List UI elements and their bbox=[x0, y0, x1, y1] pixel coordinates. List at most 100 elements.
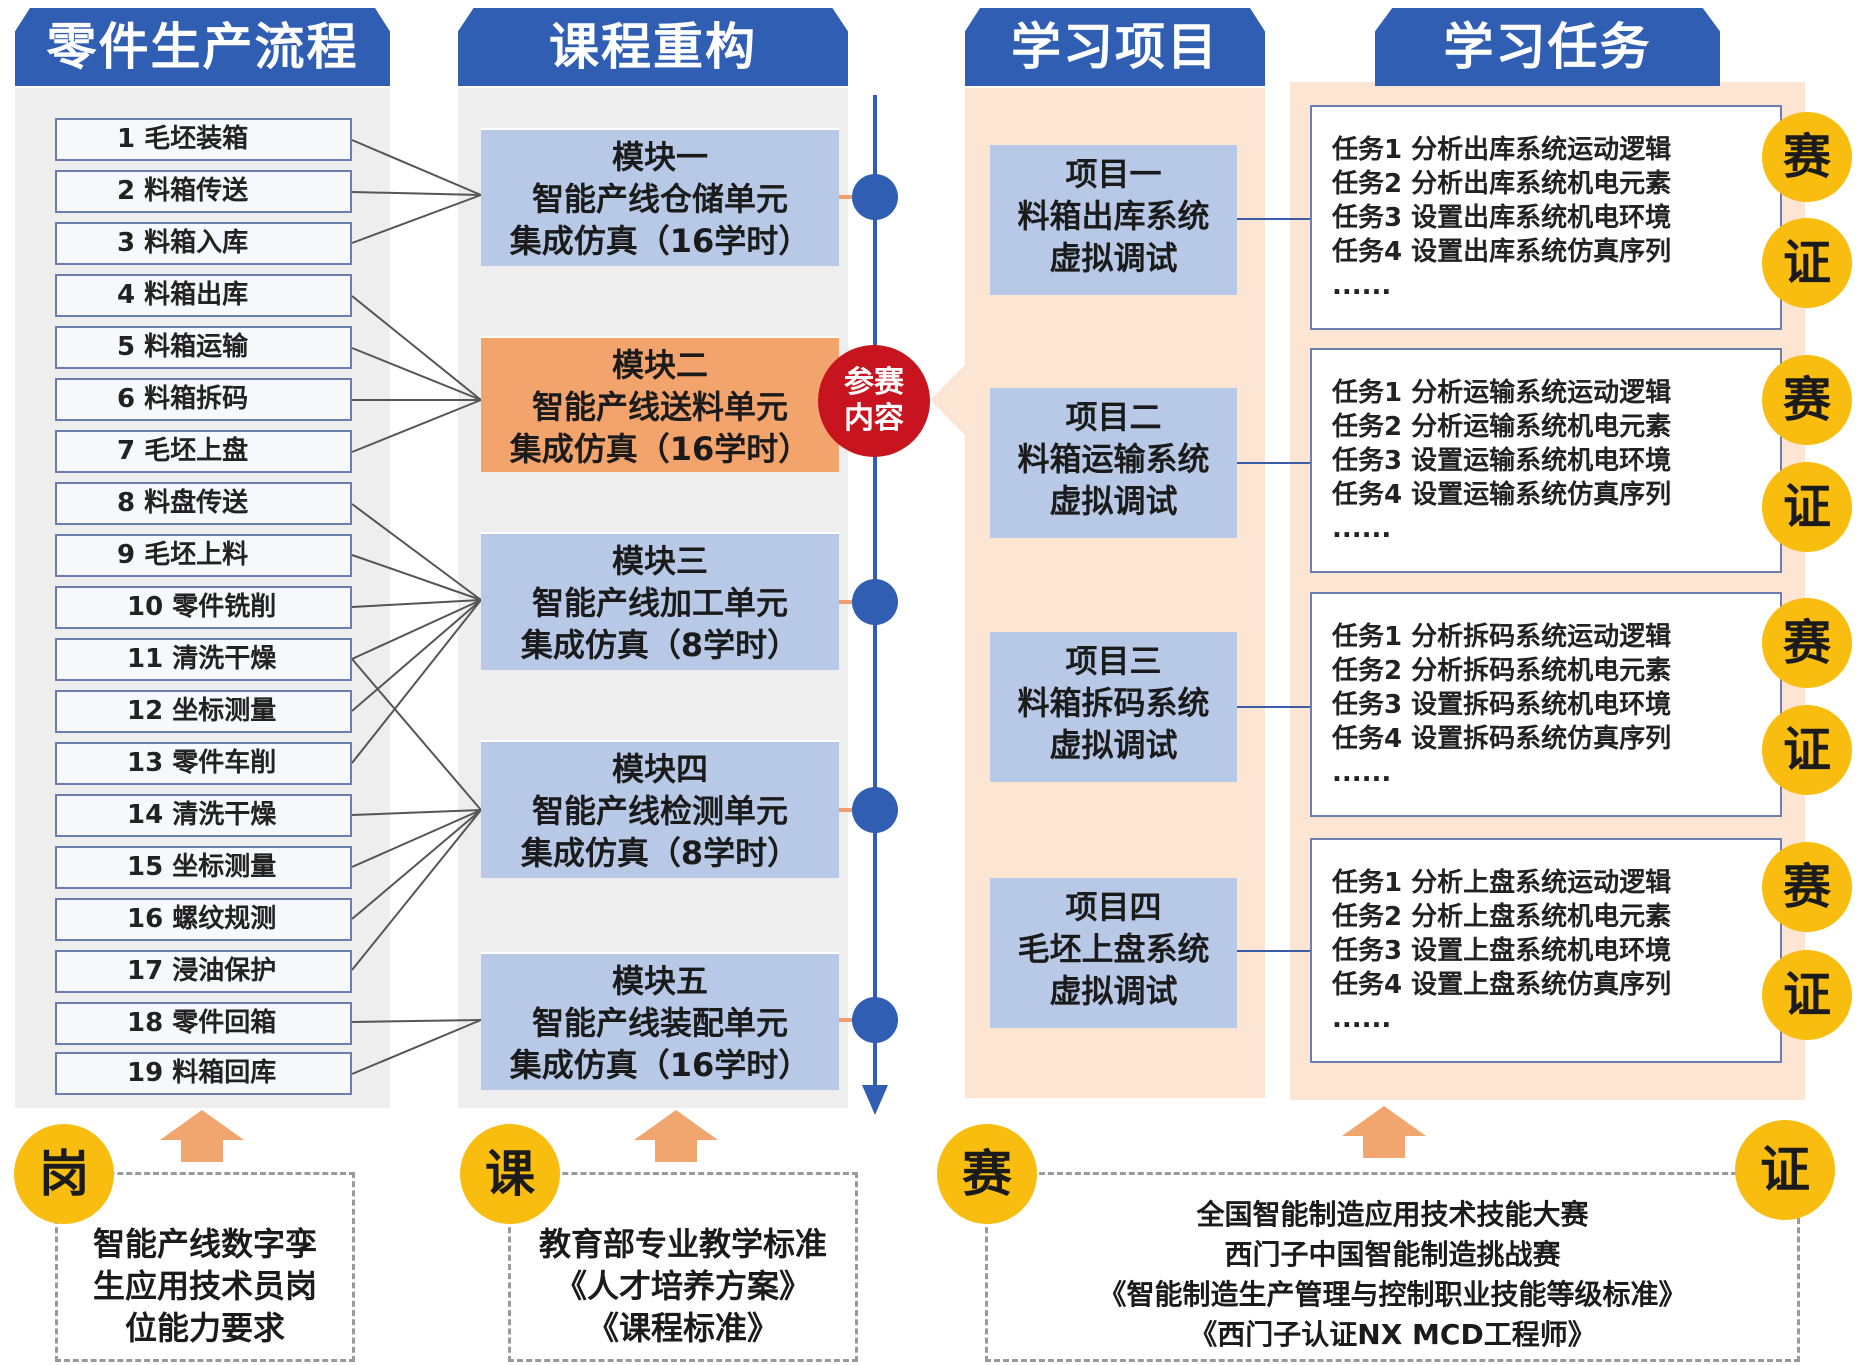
step-item: 14 清洗干燥 bbox=[55, 794, 352, 837]
competition-badge: 赛 bbox=[1762, 842, 1852, 932]
project-card: 项目三 料箱拆码系统 虚拟调试 bbox=[990, 632, 1237, 782]
task-item: 任务1 分析出库系统运动逻辑 bbox=[1332, 135, 1672, 165]
step-item: 12 坐标测量 bbox=[55, 690, 352, 733]
course-standard-box: 教育部专业教学标准 《人才培养方案》 《课程标准》 bbox=[508, 1172, 858, 1362]
up-arrow-icon bbox=[634, 1110, 718, 1140]
task-box: 任务1 分析拆码系统运动逻辑 任务2 分析拆码系统机电元素 任务3 设置拆码系统… bbox=[1310, 592, 1782, 817]
project-task-connector bbox=[1237, 462, 1310, 464]
course-line: 教育部专业教学标准 bbox=[538, 1225, 827, 1263]
module-hours: 集成仿真（8学时） bbox=[520, 626, 800, 664]
up-arrow-stem bbox=[1363, 1136, 1405, 1158]
task-item: 任务2 分析上盘系统机电元素 bbox=[1332, 902, 1672, 932]
timeline-dot bbox=[852, 997, 898, 1043]
timeline-dot bbox=[852, 174, 898, 220]
project-sub: 虚拟调试 bbox=[1049, 726, 1178, 764]
up-arrow-stem bbox=[181, 1140, 223, 1162]
post-line: 生应用技术员岗 bbox=[92, 1267, 317, 1305]
comp-line: 全国智能制造应用技术技能大赛 bbox=[1196, 1198, 1589, 1231]
task-item: 任务3 设置上盘系统机电环境 bbox=[1332, 936, 1672, 966]
project-sub: 虚拟调试 bbox=[1049, 482, 1178, 520]
project-title: 项目三 bbox=[1065, 642, 1162, 680]
up-arrow-icon bbox=[1342, 1106, 1426, 1136]
course-badge: 课 bbox=[460, 1124, 560, 1224]
marker-line1: 参赛 bbox=[844, 365, 904, 400]
module-name: 智能产线仓储单元 bbox=[531, 180, 788, 218]
module-hours: 集成仿真（16学时） bbox=[509, 1046, 811, 1084]
up-arrow-stem bbox=[655, 1140, 697, 1162]
certificate-badge: 证 bbox=[1762, 950, 1852, 1040]
project-name: 料箱拆码系统 bbox=[1017, 684, 1210, 722]
project-title: 项目四 bbox=[1065, 888, 1162, 926]
comp-line: 《西门子认证NX MCD工程师》 bbox=[1189, 1318, 1596, 1351]
task-box: 任务1 分析运输系统运动逻辑 任务2 分析运输系统机电元素 任务3 设置运输系统… bbox=[1310, 348, 1782, 573]
module-card: 模块三 智能产线加工单元 集成仿真（8学时） bbox=[481, 532, 839, 670]
step-item: 4 料箱出库 bbox=[55, 274, 352, 317]
comp-line: 西门子中国智能制造挑战赛 bbox=[1224, 1238, 1561, 1271]
project-title: 项目二 bbox=[1065, 398, 1162, 436]
post-line: 位能力要求 bbox=[124, 1309, 285, 1347]
post-line: 智能产线数字孪 bbox=[92, 1225, 317, 1263]
project-sub: 虚拟调试 bbox=[1049, 239, 1178, 277]
step-item: 17 浸油保护 bbox=[55, 950, 352, 993]
step-item: 1 毛坯装箱 bbox=[55, 118, 352, 161]
task-item: 任务2 分析运输系统机电元素 bbox=[1332, 412, 1672, 442]
task-item: 任务4 设置出库系统仿真序列 bbox=[1332, 237, 1672, 267]
module-name: 智能产线装配单元 bbox=[531, 1004, 788, 1042]
competition-badge: 赛 bbox=[1762, 112, 1852, 202]
header-learning-projects: 学习项目 bbox=[965, 8, 1265, 86]
timeline-dot bbox=[852, 787, 898, 833]
competition-badge-footer: 赛 bbox=[937, 1124, 1037, 1224]
step-item: 19 料箱回库 bbox=[55, 1052, 352, 1095]
step-item: 18 零件回箱 bbox=[55, 1002, 352, 1045]
step-item: 8 料盘传送 bbox=[55, 482, 352, 525]
course-line: 《课程标准》 bbox=[586, 1309, 779, 1347]
project-card: 项目一 料箱出库系统 虚拟调试 bbox=[990, 145, 1237, 295]
module-name: 智能产线加工单元 bbox=[531, 584, 788, 622]
competition-badge: 赛 bbox=[1762, 355, 1852, 445]
task-item: ...... bbox=[1332, 514, 1392, 544]
certificate-badge: 证 bbox=[1762, 705, 1852, 795]
comp-line: 《智能制造生产管理与控制职业技能等级标准》 bbox=[1098, 1278, 1687, 1311]
module-title: 模块一 bbox=[611, 138, 708, 176]
step-item: 7 毛坯上盘 bbox=[55, 430, 352, 473]
module-card: 模块五 智能产线装配单元 集成仿真（16学时） bbox=[481, 952, 839, 1090]
task-item: ...... bbox=[1332, 271, 1392, 301]
step-item: 3 料箱入库 bbox=[55, 222, 352, 265]
task-item: ...... bbox=[1332, 758, 1392, 788]
task-item: 任务1 分析上盘系统运动逻辑 bbox=[1332, 868, 1672, 898]
step-item: 2 料箱传送 bbox=[55, 170, 352, 213]
module-card: 模块一 智能产线仓储单元 集成仿真（16学时） bbox=[481, 128, 839, 266]
step-item: 11 清洗干燥 bbox=[55, 638, 352, 681]
competition-content-marker: 参赛 内容 bbox=[818, 345, 930, 457]
task-item: 任务3 设置运输系统机电环境 bbox=[1332, 446, 1672, 476]
task-item: 任务4 设置拆码系统仿真序列 bbox=[1332, 724, 1672, 754]
task-item: 任务3 设置出库系统机电环境 bbox=[1332, 203, 1672, 233]
module-title: 模块五 bbox=[611, 962, 708, 1000]
task-item: 任务2 分析出库系统机电元素 bbox=[1332, 169, 1672, 199]
task-item: 任务3 设置拆码系统机电环境 bbox=[1332, 690, 1672, 720]
competition-cert-box: 全国智能制造应用技术技能大赛 西门子中国智能制造挑战赛 《智能制造生产管理与控制… bbox=[985, 1172, 1800, 1362]
marker-line2: 内容 bbox=[844, 401, 904, 436]
up-arrow-icon bbox=[160, 1110, 244, 1140]
post-requirement-box: 智能产线数字孪 生应用技术员岗 位能力要求 bbox=[55, 1172, 355, 1362]
module-title: 模块四 bbox=[611, 750, 708, 788]
task-box: 任务1 分析出库系统运动逻辑 任务2 分析出库系统机电元素 任务3 设置出库系统… bbox=[1310, 105, 1782, 330]
task-item: 任务4 设置运输系统仿真序列 bbox=[1332, 480, 1672, 510]
step-item: 6 料箱拆码 bbox=[55, 378, 352, 421]
step-item: 13 零件车削 bbox=[55, 742, 352, 785]
project-name: 料箱出库系统 bbox=[1017, 197, 1210, 235]
project-task-connector bbox=[1237, 706, 1310, 708]
step-item: 10 零件铣削 bbox=[55, 586, 352, 629]
step-item: 5 料箱运输 bbox=[55, 326, 352, 369]
project-task-connector bbox=[1237, 950, 1310, 952]
module-card-highlighted: 模块二 智能产线送料单元 集成仿真（16学时） bbox=[481, 336, 839, 472]
module-hours: 集成仿真（16学时） bbox=[509, 222, 811, 260]
module-tick bbox=[839, 600, 859, 604]
project-title: 项目一 bbox=[1065, 155, 1162, 193]
task-item: ...... bbox=[1332, 1004, 1392, 1034]
module-tick bbox=[839, 195, 859, 199]
step-item: 16 螺纹规测 bbox=[55, 898, 352, 941]
module-name: 智能产线送料单元 bbox=[531, 388, 788, 426]
certificate-badge-footer: 证 bbox=[1735, 1120, 1835, 1220]
post-badge: 岗 bbox=[14, 1124, 114, 1224]
